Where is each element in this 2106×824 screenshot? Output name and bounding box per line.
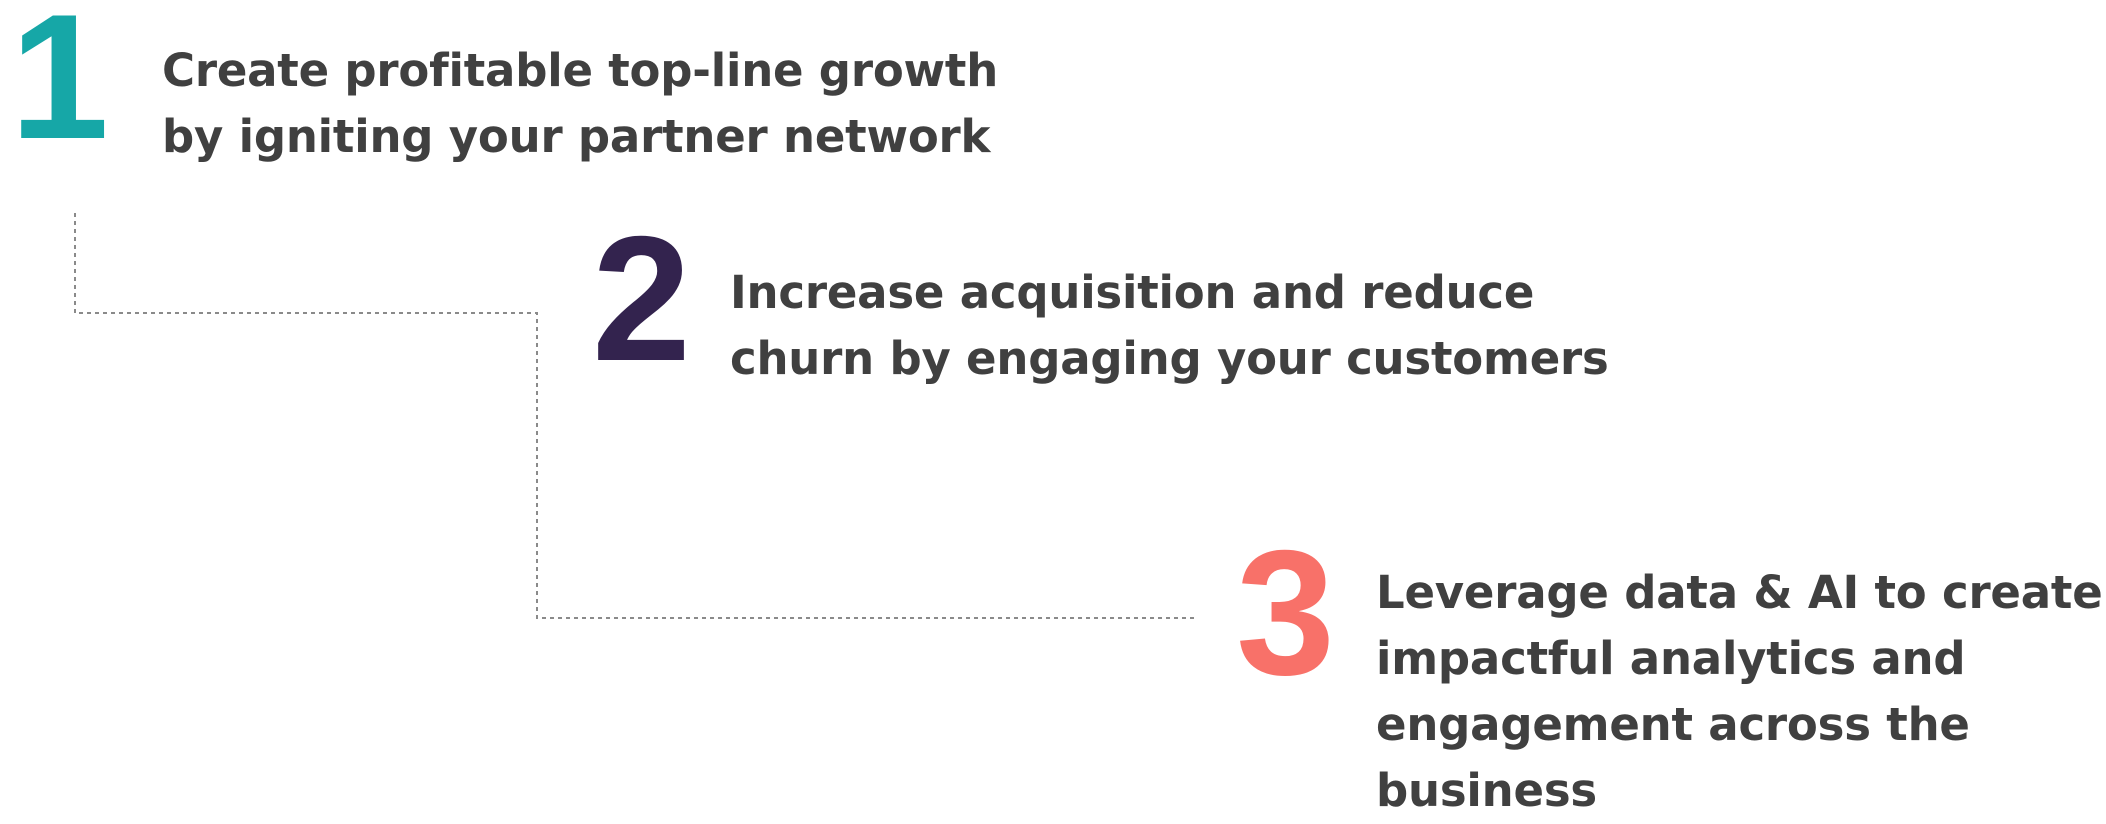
step-1-line-1: Create profitable top-line growth [162,44,999,97]
step-1-number: 1 [10,0,109,176]
step-3-line-3: engagement across the [1376,698,1970,751]
step-2-line-2: churn by engaging your customers [730,332,1609,385]
step-1-text: Create profitable top-line growth by ign… [162,38,998,170]
step-3-line-4: business [1376,764,1597,817]
step-3-line-2: impactful analytics and [1376,632,1966,685]
step-3-text: Leverage data & AI to create impactful a… [1376,560,2103,824]
step-2-line-1: Increase acquisition and reduce [730,266,1535,319]
step-1-line-2: by igniting your partner network [162,110,991,163]
step-3-line-1: Leverage data & AI to create [1376,566,2103,619]
step-3-number: 3 [1236,513,1335,712]
step-2-text: Increase acquisition and reduce churn by… [730,260,1609,392]
step-2-number: 2 [592,199,691,398]
